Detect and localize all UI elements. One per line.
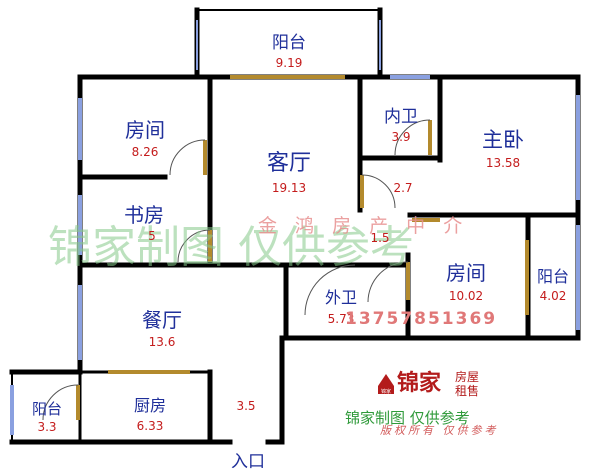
room-name-bedroom-right: 房间: [446, 261, 486, 285]
room-area-living: 19.13: [272, 181, 306, 195]
door-swing-inner-bath: [394, 119, 431, 156]
room-area-bedroom-left: 8.26: [132, 145, 159, 159]
door-swing-outer-bath: [304, 264, 356, 316]
watermark-agency: 金 鸿 房 产 中 介: [258, 215, 468, 237]
room-area-hall-b: 1.5: [370, 231, 389, 245]
brand-sub-line1: 房屋: [455, 369, 479, 384]
room-area-balcony-left: 3.3: [37, 420, 56, 434]
room-name-study: 书房: [124, 203, 164, 227]
room-area-balcony-right: 4.02: [540, 289, 567, 303]
room-name-balcony-top: 阳台: [272, 33, 306, 53]
copyright-note: 版权所有 仅供参考: [380, 424, 499, 437]
room-labels: 阳台 9.19 房间 8.26 客厅 19.13 内卫 3.9 主卧 13.58…: [32, 33, 569, 434]
room-name-dining: 餐厅: [142, 308, 182, 332]
room-area-bedroom-right: 10.02: [449, 289, 483, 303]
brand-sub-line2: 租售: [455, 383, 479, 398]
room-name-inner-bath: 内卫: [384, 107, 418, 127]
room-area-balcony-top: 9.19: [276, 56, 303, 70]
door-swing-master-hall: [361, 174, 396, 209]
room-name-living: 客厅: [267, 151, 311, 176]
phone-number: 13757851369: [345, 309, 497, 329]
door-swing-balcony-left: [42, 384, 79, 421]
room-area-dining: 13.6: [149, 335, 176, 349]
brand-name: 锦家: [397, 370, 442, 396]
room-name-balcony-right: 阳台: [537, 267, 569, 286]
brand-block: 锦家 锦家 房屋 租售: [378, 369, 479, 398]
entrance-label: 入口: [231, 452, 265, 472]
windows: [10, 20, 580, 435]
room-area-hall-a: 2.7: [393, 181, 412, 195]
door-swing-study: [177, 229, 211, 263]
door-swings: [42, 119, 431, 421]
room-name-kitchen: 厨房: [134, 396, 166, 415]
room-name-bedroom-left: 房间: [125, 118, 165, 142]
room-name-master: 主卧: [482, 128, 524, 152]
brand-logo-text: 锦家: [381, 388, 391, 395]
room-area-kitchen: 6.33: [137, 419, 164, 433]
room-area-inner-bath: 3.9: [391, 130, 410, 144]
doors: [76, 75, 529, 420]
room-name-outer-bath: 外卫: [325, 288, 357, 307]
door-swing-bedroom-left: [169, 139, 206, 176]
footer-note: 锦家制图 仅供参考: [345, 409, 470, 427]
room-area-study: 5: [148, 229, 156, 243]
watermark-main: 锦家制图 仅供参考: [48, 222, 414, 273]
room-area-corridor: 3.5: [236, 399, 255, 413]
room-area-outer-bath: 5.73: [328, 312, 355, 326]
room-name-balcony-left: 阳台: [32, 400, 62, 418]
door-swing-bedroom-right: [367, 261, 409, 303]
brand-logo-icon: 锦家: [378, 374, 394, 395]
room-area-master: 13.58: [486, 156, 520, 170]
